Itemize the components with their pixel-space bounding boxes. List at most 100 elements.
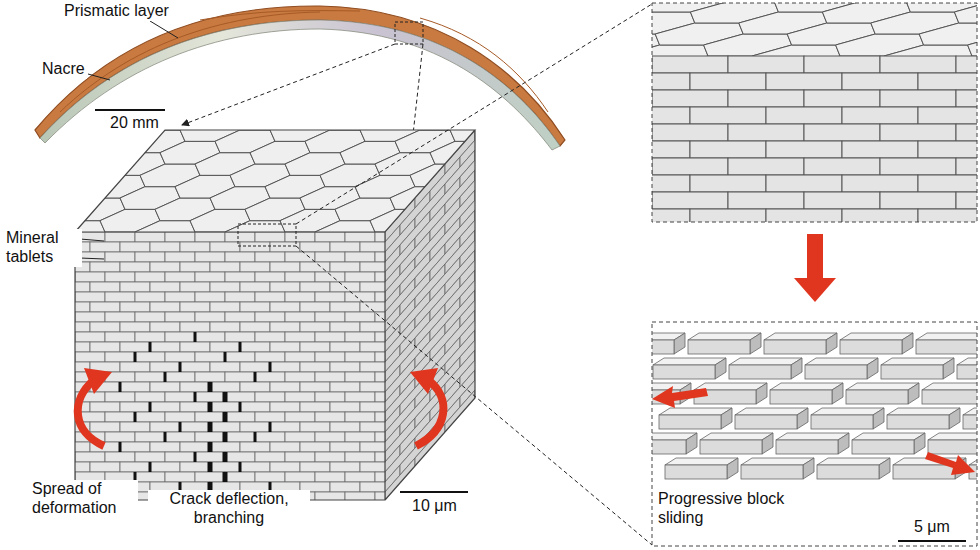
mineral-tablet: [255, 252, 285, 262]
tablet-top: [665, 458, 738, 465]
hexagon-tiling: [652, 3, 977, 89]
mineral-tablet: [120, 442, 150, 452]
mineral-tablet: [285, 332, 315, 342]
mineral-tablet: [285, 392, 315, 402]
mineral-tablet: [210, 302, 240, 312]
mineral-tablet: [956, 124, 977, 141]
mineral-tablet: [285, 452, 315, 462]
mineral-tablet: [195, 272, 225, 282]
tablet-front: [916, 340, 977, 354]
tablet-front: [665, 465, 727, 479]
mineral-tablet: [345, 452, 375, 462]
mineral-tablet: [360, 262, 385, 272]
mineral-tablet: [165, 272, 195, 282]
crack-mark: [239, 342, 242, 352]
bending-arrow: [416, 380, 443, 446]
figure-label: Prismatic layer: [62, 2, 171, 21]
crack-mark: [179, 362, 182, 372]
tablet-front: [840, 340, 902, 354]
figure-label: Crack deflection, branching: [148, 490, 310, 528]
inset-frame: [652, 3, 977, 222]
mineral-tablet: [180, 382, 210, 392]
mineral-tablet: [195, 352, 225, 362]
tablet-top: [969, 458, 977, 465]
mineral-tablet: [315, 392, 345, 402]
mineral-tablet: [165, 372, 195, 382]
mineral-tablet: [375, 232, 385, 242]
tablet-top: [811, 408, 884, 415]
mineral-tablet: [345, 432, 375, 442]
mineral-tablet: [315, 252, 345, 262]
mineral-tablet: [225, 272, 255, 282]
mineral-tablet: [315, 472, 345, 482]
mineral-tablet: [150, 382, 180, 392]
tablet-front: [764, 340, 826, 354]
mineral-tablet: [225, 372, 255, 382]
mineral-tablet: [240, 262, 270, 272]
tablet-side: [873, 408, 884, 429]
mineral-tablet: [195, 372, 225, 382]
mineral-tablet: [75, 312, 105, 322]
mineral-tablet: [105, 332, 135, 342]
mineral-tablet: [728, 124, 804, 141]
mineral-tablet: [315, 432, 345, 442]
mineral-tablet: [225, 472, 255, 482]
mineral-tablet: [842, 141, 918, 158]
mineral-tablet: [360, 382, 385, 392]
tablet-front: [729, 365, 791, 379]
tablet-front: [963, 415, 977, 429]
mineral-tablet: [728, 90, 804, 107]
mineral-tablet: [330, 442, 360, 452]
mineral-tablet: [105, 232, 135, 242]
mineral-tablet: [120, 382, 150, 392]
mineral-tablet: [150, 242, 180, 252]
tablet-side: [727, 458, 738, 479]
mineral-tablet: [270, 342, 300, 352]
mineral-tablet: [766, 209, 842, 222]
crack-mark: [194, 392, 197, 402]
mineral-tablet: [165, 352, 195, 362]
mineral-tablet: [255, 352, 285, 362]
mineral-tablet: [360, 362, 385, 372]
mineral-tablet: [880, 192, 956, 209]
mineral-tablet: [652, 175, 690, 192]
tablet-front: [688, 340, 750, 354]
mineral-tablet: [240, 382, 270, 392]
mineral-tablet: [135, 412, 165, 422]
mineral-tablet: [135, 252, 165, 262]
tablet-top: [957, 358, 977, 365]
leader-line: [150, 21, 178, 38]
mineral-tablet: [120, 302, 150, 312]
mineral-tablet: [75, 462, 90, 472]
tablet-side: [908, 383, 919, 404]
mineral-tablet: [690, 175, 766, 192]
tablet-side: [838, 433, 849, 454]
mineral-tablet: [330, 302, 360, 312]
mineral-tablet: [345, 372, 375, 382]
mineral-tablet: [345, 472, 375, 482]
mineral-tablet: [315, 352, 345, 362]
bending-arrow-head: [410, 368, 438, 394]
crack-mark: [223, 432, 228, 442]
crack-mark: [223, 472, 228, 482]
mineral-tablet: [345, 412, 375, 422]
mineral-tablet: [135, 292, 165, 302]
mineral-tablet: [918, 209, 977, 222]
tablet-side: [803, 458, 814, 479]
block-right-face: [340, 79, 520, 550]
mineral-tablet: [240, 402, 270, 412]
mineral-tablet: [255, 472, 285, 482]
tablet-top: [817, 458, 890, 465]
mineral-tablet: [165, 292, 195, 302]
mineral-tablet: [315, 232, 345, 242]
tablet-side: [867, 358, 878, 379]
tablet-top: [776, 433, 849, 440]
mineral-tablet: [300, 282, 330, 292]
mineral-tablet: [255, 272, 285, 282]
tablet-top: [741, 458, 814, 465]
mineral-tablet: [285, 252, 315, 262]
mineral-tablet: [165, 232, 195, 242]
mineral-tablet: [75, 342, 90, 352]
block-outline: [75, 130, 475, 500]
mineral-tablet: [652, 192, 728, 209]
